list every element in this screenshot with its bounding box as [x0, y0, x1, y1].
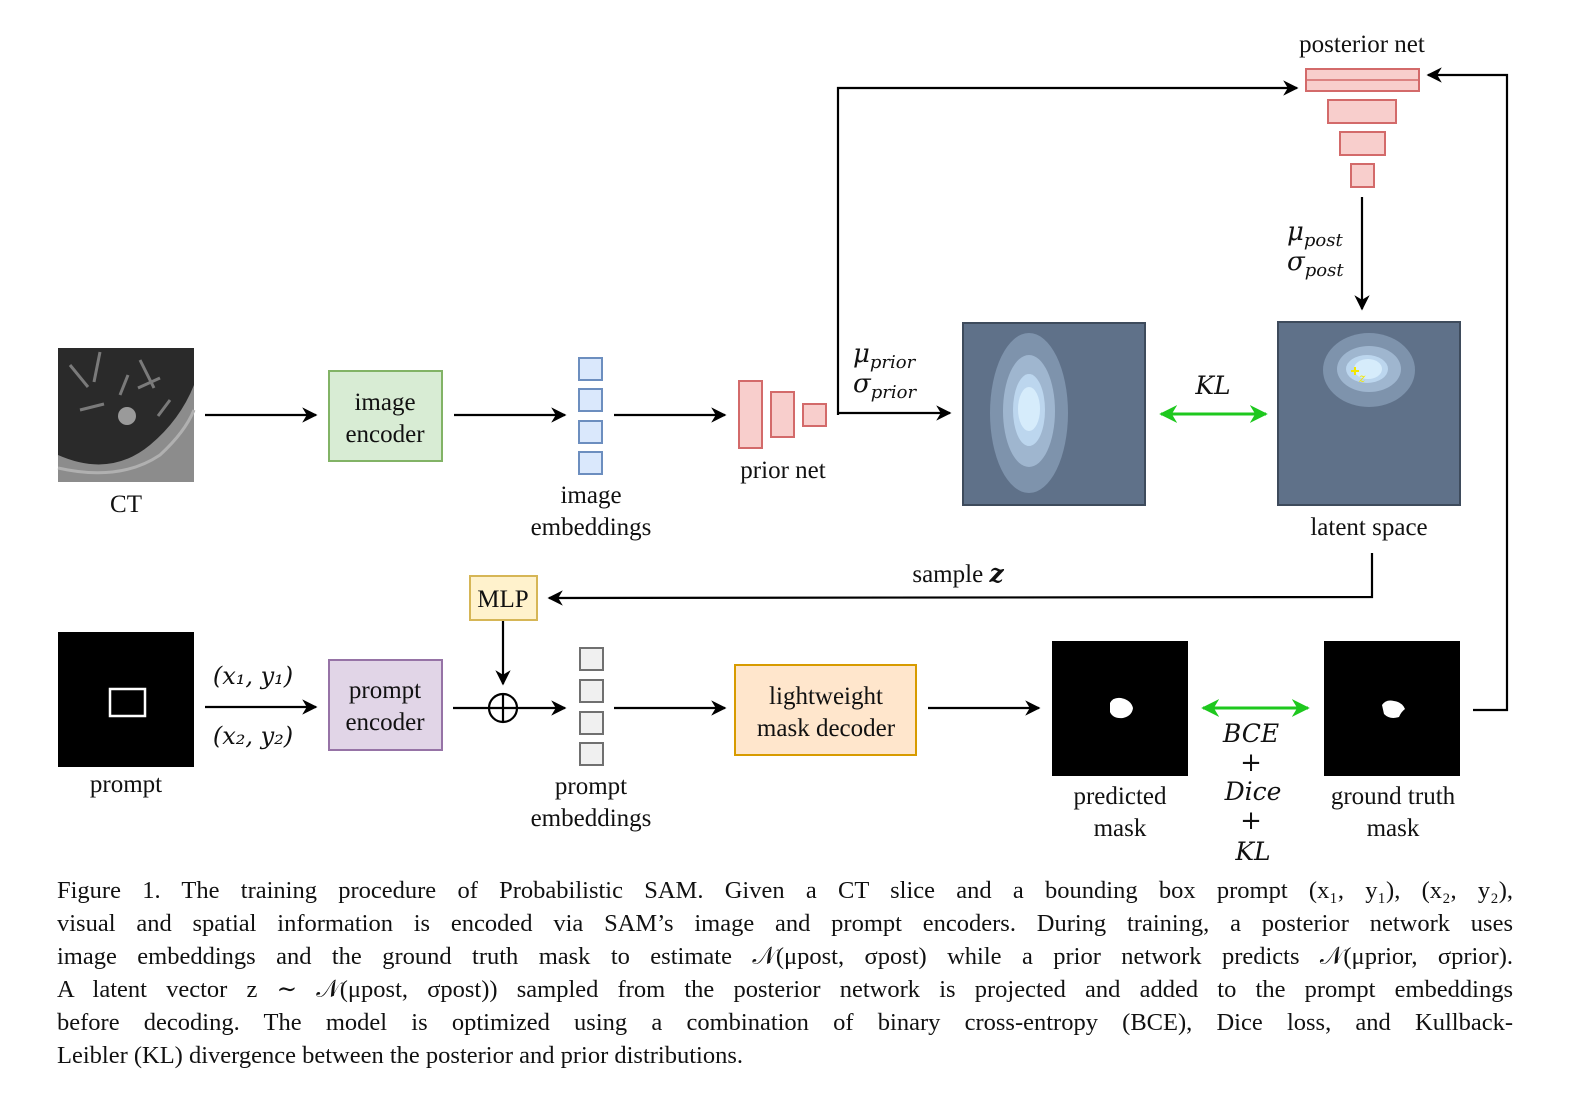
posterior-distribution-panel: z	[1277, 321, 1461, 506]
loss-plus-label: +	[1240, 748, 1262, 778]
caption-line: image embeddings and the ground truth ma…	[57, 943, 1513, 970]
mask-decoder-box	[734, 664, 917, 756]
ct-label: CT	[110, 491, 142, 518]
posterior-net-shape	[1305, 68, 1420, 188]
mlp-label: MLP	[477, 586, 528, 613]
prior-net-shape	[738, 380, 827, 449]
mu-prior-label: μprior	[853, 339, 917, 373]
prompt-encoder-box	[328, 659, 443, 751]
posterior-net-label: posterior net	[1299, 31, 1425, 58]
prompt-image	[58, 632, 194, 767]
prior-distribution-panel	[962, 322, 1146, 506]
coord2-label: (x₂, y₂)	[213, 722, 293, 750]
loss-bce-label: BCE	[1222, 719, 1279, 748]
loss-kl-label: KL	[1234, 837, 1270, 866]
prompt-embeddings-label-1: prompt	[555, 773, 627, 800]
kl-label: KL	[1194, 371, 1230, 400]
latent-space-label: latent space	[1310, 514, 1427, 541]
image-embedding-block	[578, 451, 603, 475]
image-encoder-label-1: image	[354, 389, 415, 416]
prompt-embedding-block	[579, 742, 604, 766]
image-embeddings-stack	[578, 357, 603, 475]
caption-line: Figure 1. The training procedure of Prob…	[57, 877, 1513, 904]
bounding-box-icon	[108, 687, 147, 718]
mask-decoder-label-1: lightweight	[769, 683, 883, 710]
ground-truth-label-2: mask	[1367, 815, 1420, 842]
predicted-mask-label-1: predicted	[1073, 783, 1167, 810]
image-encoder-box	[328, 370, 443, 462]
figure-caption: Figure 1. The training procedure of Prob…	[57, 874, 1513, 1072]
arrow-embeddings-to-posterior	[836, 80, 1299, 415]
prompt-label: prompt	[90, 771, 162, 798]
coord1-label: (x₁, y₁)	[213, 662, 293, 690]
prior-net-label: prior net	[740, 457, 825, 484]
image-embeddings-label-2: embeddings	[531, 514, 652, 541]
mask-decoder-label-2: mask decoder	[757, 715, 896, 742]
arrow-sample-z	[547, 553, 1374, 606]
diagram-canvas: CT image encoder image embeddings prior …	[57, 31, 1509, 866]
caption-line: before decoding. The model is optimized …	[57, 1009, 1513, 1036]
svg-text:z: z	[1358, 371, 1366, 385]
mu-post-label: μpost	[1287, 217, 1344, 251]
image-encoder-label-2: encoder	[345, 421, 425, 448]
predicted-mask-label-2: mask	[1094, 815, 1147, 842]
ground-truth-label-1: ground truth	[1331, 783, 1456, 810]
prompt-embeddings-stack	[579, 647, 604, 766]
prompt-encoder-label-1: prompt	[349, 677, 421, 704]
sample-point-icon: z	[1351, 367, 1366, 385]
image-embedding-block	[578, 357, 603, 381]
prompt-encoder-label-2: encoder	[345, 709, 425, 736]
image-embeddings-label-1: image	[560, 482, 621, 509]
sample-z-label: sample z	[912, 559, 1004, 588]
prompt-embedding-block	[579, 711, 604, 735]
loss-plus-label: +	[1240, 806, 1262, 836]
image-embedding-block	[578, 420, 603, 444]
image-embedding-block	[578, 388, 603, 412]
prompt-embedding-block	[579, 647, 604, 671]
caption-line: visual and spatial information is encode…	[57, 910, 1513, 937]
arrow-gt-to-posterior	[1426, 67, 1509, 712]
prompt-embeddings-label-2: embeddings	[531, 805, 652, 832]
ground-truth-mask-image	[1324, 641, 1460, 776]
prompt-embedding-block	[579, 679, 604, 703]
predicted-mask-image	[1052, 641, 1188, 776]
ct-image	[57, 348, 196, 482]
loss-dice-label: Dice	[1224, 777, 1282, 806]
caption-line: Leibler (KL) divergence between the post…	[57, 1042, 744, 1069]
sigma-prior-label: σprior	[853, 369, 917, 403]
sigma-post-label: σpost	[1287, 247, 1344, 281]
sum-icon	[487, 692, 519, 724]
caption-line: A latent vector z ∼ 𝒩(μpost, σpost)) sam…	[57, 976, 1513, 1003]
mlp-box	[469, 575, 538, 621]
